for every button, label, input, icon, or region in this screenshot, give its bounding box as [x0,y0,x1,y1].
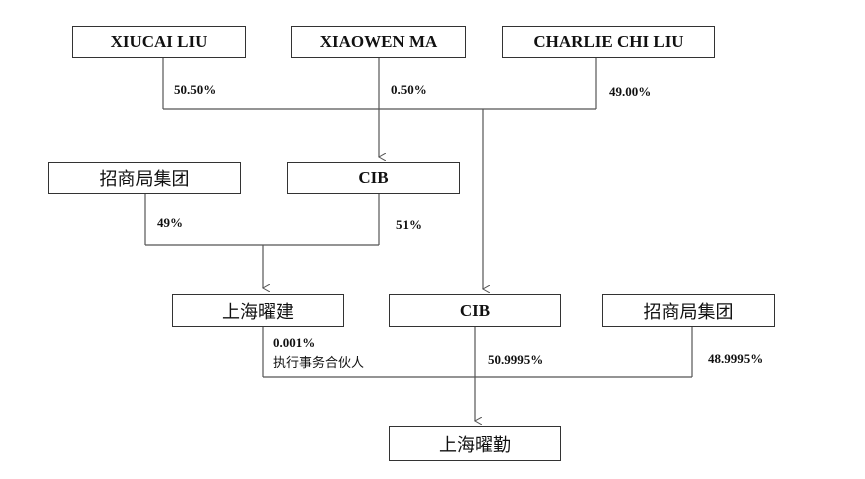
entity-label: 招商局集团 [99,169,190,190]
entity-shanghai-yaoqin: 上海曜勤 [389,426,561,461]
pct-xiaowen-ma: 0.50% [391,82,427,97]
entity-shanghai-yaojian: 上海曜建 [172,294,344,327]
entity-xiucai-liu: XIUCAI LIU [72,26,246,58]
pct-cib-to-yaojian: 51% [396,217,422,232]
entity-zhaoshangju-top: 招商局集团 [48,162,241,194]
label-general-partner: 执行事务合伙人 [273,356,365,371]
entity-label: CHARLIE CHI LIU [533,32,684,51]
entity-label: 上海曜建 [222,301,294,323]
entity-zhaoshangju-mid: 招商局集团 [602,294,775,327]
entity-cib-mid: CIB [389,294,561,327]
pct-charlie-chi-liu: 49.00% [609,84,652,99]
entity-label: CIB [459,300,491,320]
entity-label: 招商局集团 [643,301,734,323]
pct-zhaoshangju-to-yaojian: 49% [157,215,183,230]
pct-xiucai-liu: 50.50% [174,82,217,97]
pct-zhaoshangju-to-yaoqin: 48.9995% [708,351,764,366]
entity-label: 上海曜勤 [439,434,511,456]
entity-charlie-chi-liu: CHARLIE CHI LIU [502,26,715,58]
entity-cib-top: CIB [287,162,460,194]
entity-label: XIAOWEN MA [319,32,438,51]
pct-yaojian-to-yaoqin: 0.001% [273,335,316,350]
entity-xiaowen-ma: XIAOWEN MA [291,26,466,58]
entity-label: XIUCAI LIU [110,32,208,51]
pct-cib-to-yaoqin: 50.9995% [488,352,544,367]
entity-label: CIB [358,168,389,187]
